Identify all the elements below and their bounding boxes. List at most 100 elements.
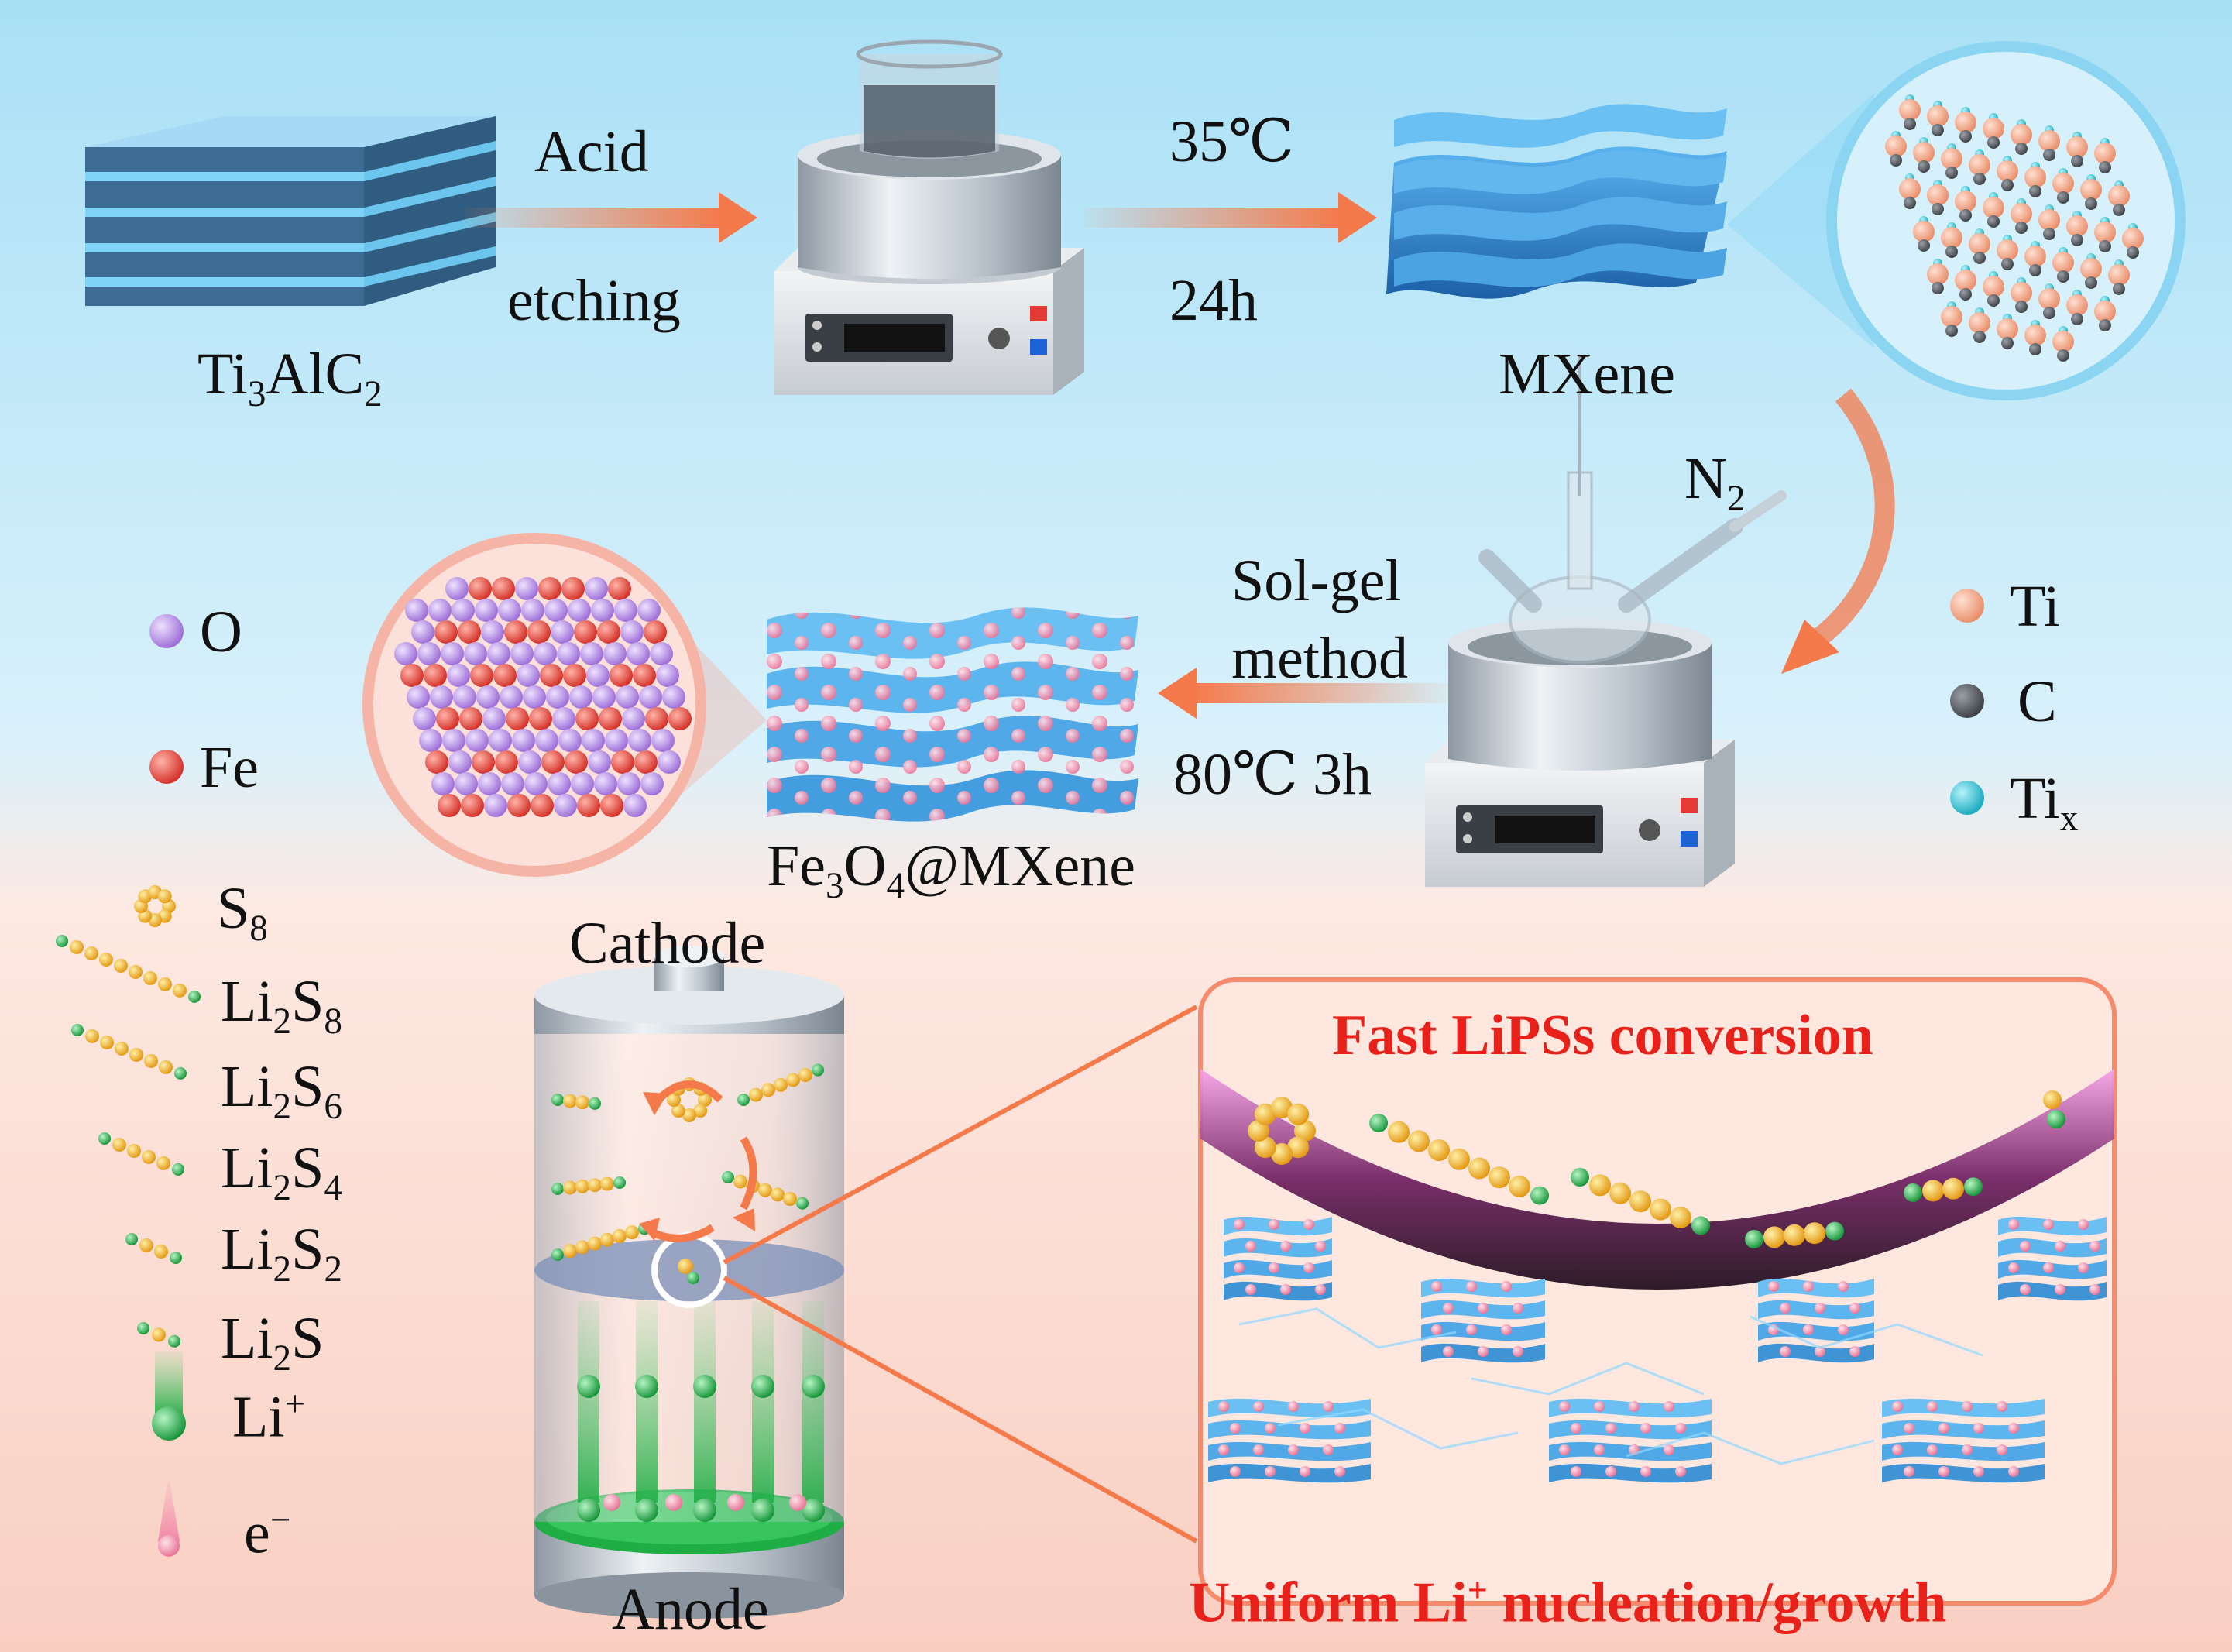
atom xyxy=(476,685,500,709)
atom xyxy=(524,772,548,795)
atom xyxy=(582,729,605,752)
atom xyxy=(1955,270,1976,291)
atom xyxy=(475,599,498,622)
atom xyxy=(430,685,453,709)
atom xyxy=(569,685,592,709)
atom xyxy=(129,1047,143,1062)
atom xyxy=(1890,154,1902,167)
atom xyxy=(425,750,448,774)
atom xyxy=(500,685,523,709)
atom xyxy=(1501,1324,1512,1335)
atom xyxy=(650,642,673,665)
legend-fe-label: Fe xyxy=(200,735,259,800)
atom xyxy=(667,1093,681,1107)
atom xyxy=(1218,1444,1229,1455)
atom xyxy=(658,750,681,774)
atom xyxy=(1629,1190,1651,1213)
callout-lines xyxy=(723,1005,1198,1544)
atom xyxy=(2024,246,2046,267)
atom xyxy=(668,707,692,730)
label-method: method xyxy=(1231,626,1408,691)
atom xyxy=(1938,1423,1949,1434)
atom xyxy=(517,664,540,687)
atom xyxy=(1489,1166,1510,1189)
atom xyxy=(1904,1466,1914,1477)
atom xyxy=(1664,1444,1674,1455)
atom xyxy=(2043,149,2055,161)
mxene-sheet xyxy=(1758,1321,1874,1341)
atom xyxy=(2001,337,2014,349)
atom xyxy=(603,642,627,665)
atom xyxy=(521,599,544,622)
atom xyxy=(2078,1219,2089,1230)
atom xyxy=(1945,246,1958,258)
atom xyxy=(2029,264,2041,276)
atom xyxy=(600,1232,614,1247)
atom xyxy=(1955,112,1976,133)
atom xyxy=(1323,1401,1334,1412)
atom xyxy=(506,707,529,730)
atom xyxy=(540,664,563,687)
atom xyxy=(1987,294,2000,307)
atom xyxy=(2085,276,2097,289)
atom xyxy=(159,1060,173,1074)
atom xyxy=(2043,1090,2062,1109)
label-mxene: MXene xyxy=(1499,342,1675,407)
atom xyxy=(563,1244,577,1259)
atom xyxy=(2089,1241,2100,1252)
atom xyxy=(637,599,661,622)
atom xyxy=(2024,325,2046,346)
atom xyxy=(1513,1346,1523,1357)
atom xyxy=(1431,1324,1442,1335)
atom xyxy=(1997,318,2018,340)
atom xyxy=(644,620,667,644)
atom xyxy=(1997,1401,2007,1412)
atom xyxy=(2099,319,2111,331)
atom xyxy=(172,1163,184,1176)
atom xyxy=(434,620,458,644)
atom xyxy=(1983,197,2004,218)
atom xyxy=(589,1097,601,1110)
legend-s8-label: S8 xyxy=(217,876,268,950)
atom xyxy=(1892,1444,1903,1455)
atom xyxy=(1942,1177,1964,1200)
atom xyxy=(1254,1103,1276,1125)
atom xyxy=(563,664,586,687)
atom xyxy=(1334,1466,1345,1477)
arrow-solgel xyxy=(1158,668,1448,719)
label-solgel: Sol-gel xyxy=(1231,548,1402,613)
atom xyxy=(563,1180,577,1195)
atom xyxy=(2011,282,2032,304)
atom xyxy=(1763,1226,1785,1248)
atom xyxy=(614,599,637,622)
atom xyxy=(1973,331,1986,343)
atom xyxy=(548,772,571,795)
atom xyxy=(407,685,430,709)
atom xyxy=(1287,1136,1310,1159)
atom xyxy=(1997,239,2018,261)
atom xyxy=(1745,1230,1763,1248)
atom xyxy=(1784,1224,1805,1246)
atom xyxy=(1287,1103,1310,1125)
atom xyxy=(608,577,631,600)
label-acid: Acid xyxy=(534,119,649,184)
atom xyxy=(551,620,574,644)
atom xyxy=(625,1225,639,1240)
atom xyxy=(157,889,172,904)
atom xyxy=(529,707,552,730)
atom xyxy=(577,1375,600,1398)
atom xyxy=(2080,258,2102,280)
atom xyxy=(515,577,538,600)
atom xyxy=(575,1240,589,1255)
li-column xyxy=(636,1301,658,1503)
atom xyxy=(2011,203,2032,225)
atom xyxy=(85,1029,99,1043)
atom xyxy=(2008,1423,2019,1434)
atom xyxy=(592,685,616,709)
label-cathode: Cathode xyxy=(569,911,766,976)
legend-li2s8-label: Li2S8 xyxy=(221,969,342,1042)
atom xyxy=(1780,1346,1791,1357)
legend-ti-marker xyxy=(1950,589,1984,623)
atom xyxy=(71,1024,84,1036)
atom xyxy=(2029,343,2041,355)
